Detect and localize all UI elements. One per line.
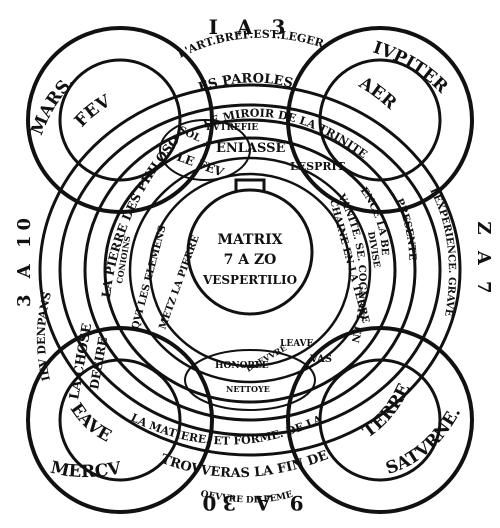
right-header: Z A 7 [473,221,494,298]
center-line2: 7 A ZO [224,252,277,268]
corner-ring-bl [26,326,214,514]
top-header: I A 3 [209,15,292,39]
band-enlasse: ENLASSE [216,141,286,156]
element-aer: AER [355,73,401,115]
band-bottom-vas: VAS [309,354,332,365]
band-lesprit: LESPRIT [290,160,346,173]
element-terre: TERRE [359,381,414,443]
left-header: 3 A 10 [14,213,35,307]
center-flask [186,178,314,316]
band-top-outer: L'ART.BREF.EST.LEGER [176,28,326,61]
band-bottom-nettoye: NETTOYE [226,384,270,394]
band-top-mid: ES PAROLES [197,71,295,95]
band-outer-ellipses [38,83,462,457]
band-left-outer: IEV DENPANS [35,290,54,382]
bottom-header: 9 A 30 [196,491,303,515]
center-line3: VESPERTILIO [202,273,297,287]
element-fev: FEV [71,91,115,131]
star-glyph: * [203,140,211,156]
center-line1: MATRIX [217,232,282,248]
band-bottom-honoree: HONOREE [215,361,269,371]
band-putrefie: PVTREFIE [206,123,258,133]
inner-loop [159,119,316,411]
band-bottom-leave: LEAVE [280,339,313,349]
band-right-outer: LEXPERIENCE. GRAVE [427,186,457,317]
